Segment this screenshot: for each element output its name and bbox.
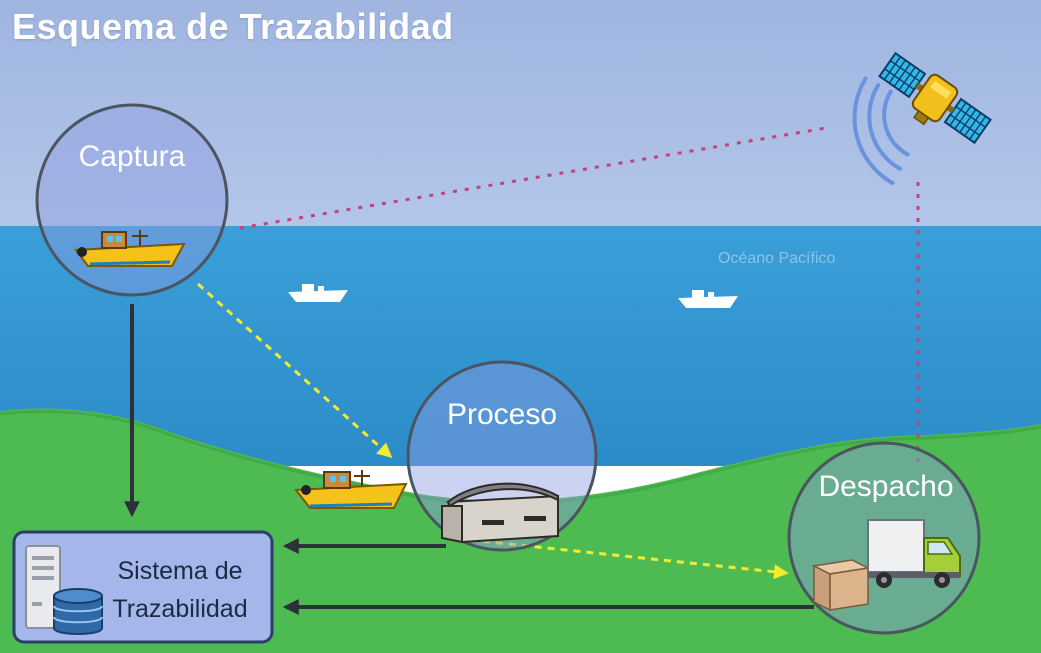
satellite-icon [852,51,992,186]
fishing-boat-icon [74,230,186,267]
arrow-proceso-to-despacho [469,538,789,580]
server-icon [25,545,61,629]
database-icon [53,588,103,635]
gps-link-captura [239,126,827,230]
small-boat-icon [288,284,348,302]
arrow-captura-to-proceso [196,282,393,459]
factory-icon [441,482,559,544]
system-label-line1: Sistema de [117,557,243,585]
system-label: Sistema de Trazabilidad [92,552,268,628]
sea [0,226,1041,466]
box-icon [811,559,871,612]
signal-wave-icon [852,76,910,186]
small-boat-icon [678,290,738,308]
node-label-captura: Captura [78,140,186,173]
page-title: Esquema de Trazabilidad [12,6,454,47]
node-label-despacho: Despacho [818,470,954,503]
node-label-proceso: Proceso [446,398,558,431]
truck-icon [867,519,961,588]
ocean-label: Océano Pacífico [718,250,836,267]
fishing-boat-icon [294,470,408,509]
system-label-line2: Trazabilidad [112,595,248,623]
